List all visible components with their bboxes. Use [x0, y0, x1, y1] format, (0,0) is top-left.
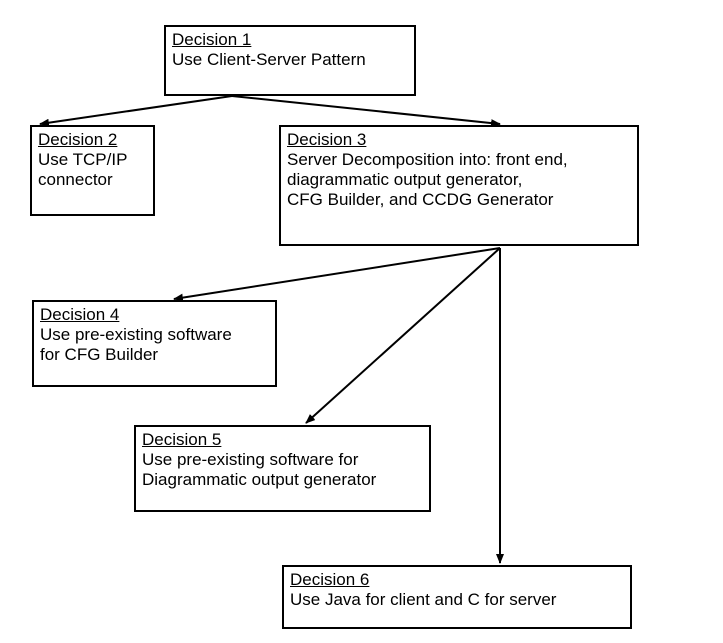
- decision-6-text-line-1: Use Java for client and C for server: [290, 590, 557, 609]
- decision-2-title: Decision 2: [38, 130, 118, 149]
- decision-4-box: Decision 4 Use pre-existing software for…: [32, 300, 277, 387]
- decision-5-text-line-2: Diagrammatic output generator: [142, 470, 377, 489]
- decision-3-text-line-3: CFG Builder, and CCDG Generator: [287, 190, 554, 209]
- decision-3-box: Decision 3 Server Decomposition into: fr…: [279, 125, 639, 246]
- arrow-decision-3-to-decision-4: [173, 247, 501, 302]
- decision-6-box: Decision 6 Use Java for client and C for…: [282, 565, 632, 629]
- decision-2-text-line-2: connector: [38, 170, 113, 189]
- arrow-decision-1-to-decision-2: [39, 95, 233, 127]
- decision-1-box: Decision 1 Use Client-Server Pattern: [164, 25, 416, 96]
- decision-5-box: Decision 5 Use pre-existing software for…: [134, 425, 431, 512]
- decision-5-title: Decision 5: [142, 430, 222, 449]
- decision-3-text-line-1: Server Decomposition into: front end,: [287, 150, 568, 169]
- decision-6-title: Decision 6: [290, 570, 370, 589]
- decision-1-text-line-1: Use Client-Server Pattern: [172, 50, 366, 69]
- decision-3-text-line-2: diagrammatic output generator,: [287, 170, 523, 189]
- decision-5-text-line-1: Use pre-existing software for: [142, 450, 359, 469]
- decision-4-title: Decision 4: [40, 305, 120, 324]
- arrow-decision-3-to-decision-5: [305, 247, 501, 424]
- arrow-decision-1-to-decision-3: [231, 95, 501, 128]
- decision-1-title: Decision 1: [172, 30, 252, 49]
- decision-4-text-line-2: for CFG Builder: [40, 345, 159, 364]
- decision-4-text-line-1: Use pre-existing software: [40, 325, 232, 344]
- decision-2-box: Decision 2 Use TCP/IP connector: [30, 125, 155, 216]
- decision-2-text-line-1: Use TCP/IP: [38, 150, 128, 169]
- decision-3-title: Decision 3: [287, 130, 367, 149]
